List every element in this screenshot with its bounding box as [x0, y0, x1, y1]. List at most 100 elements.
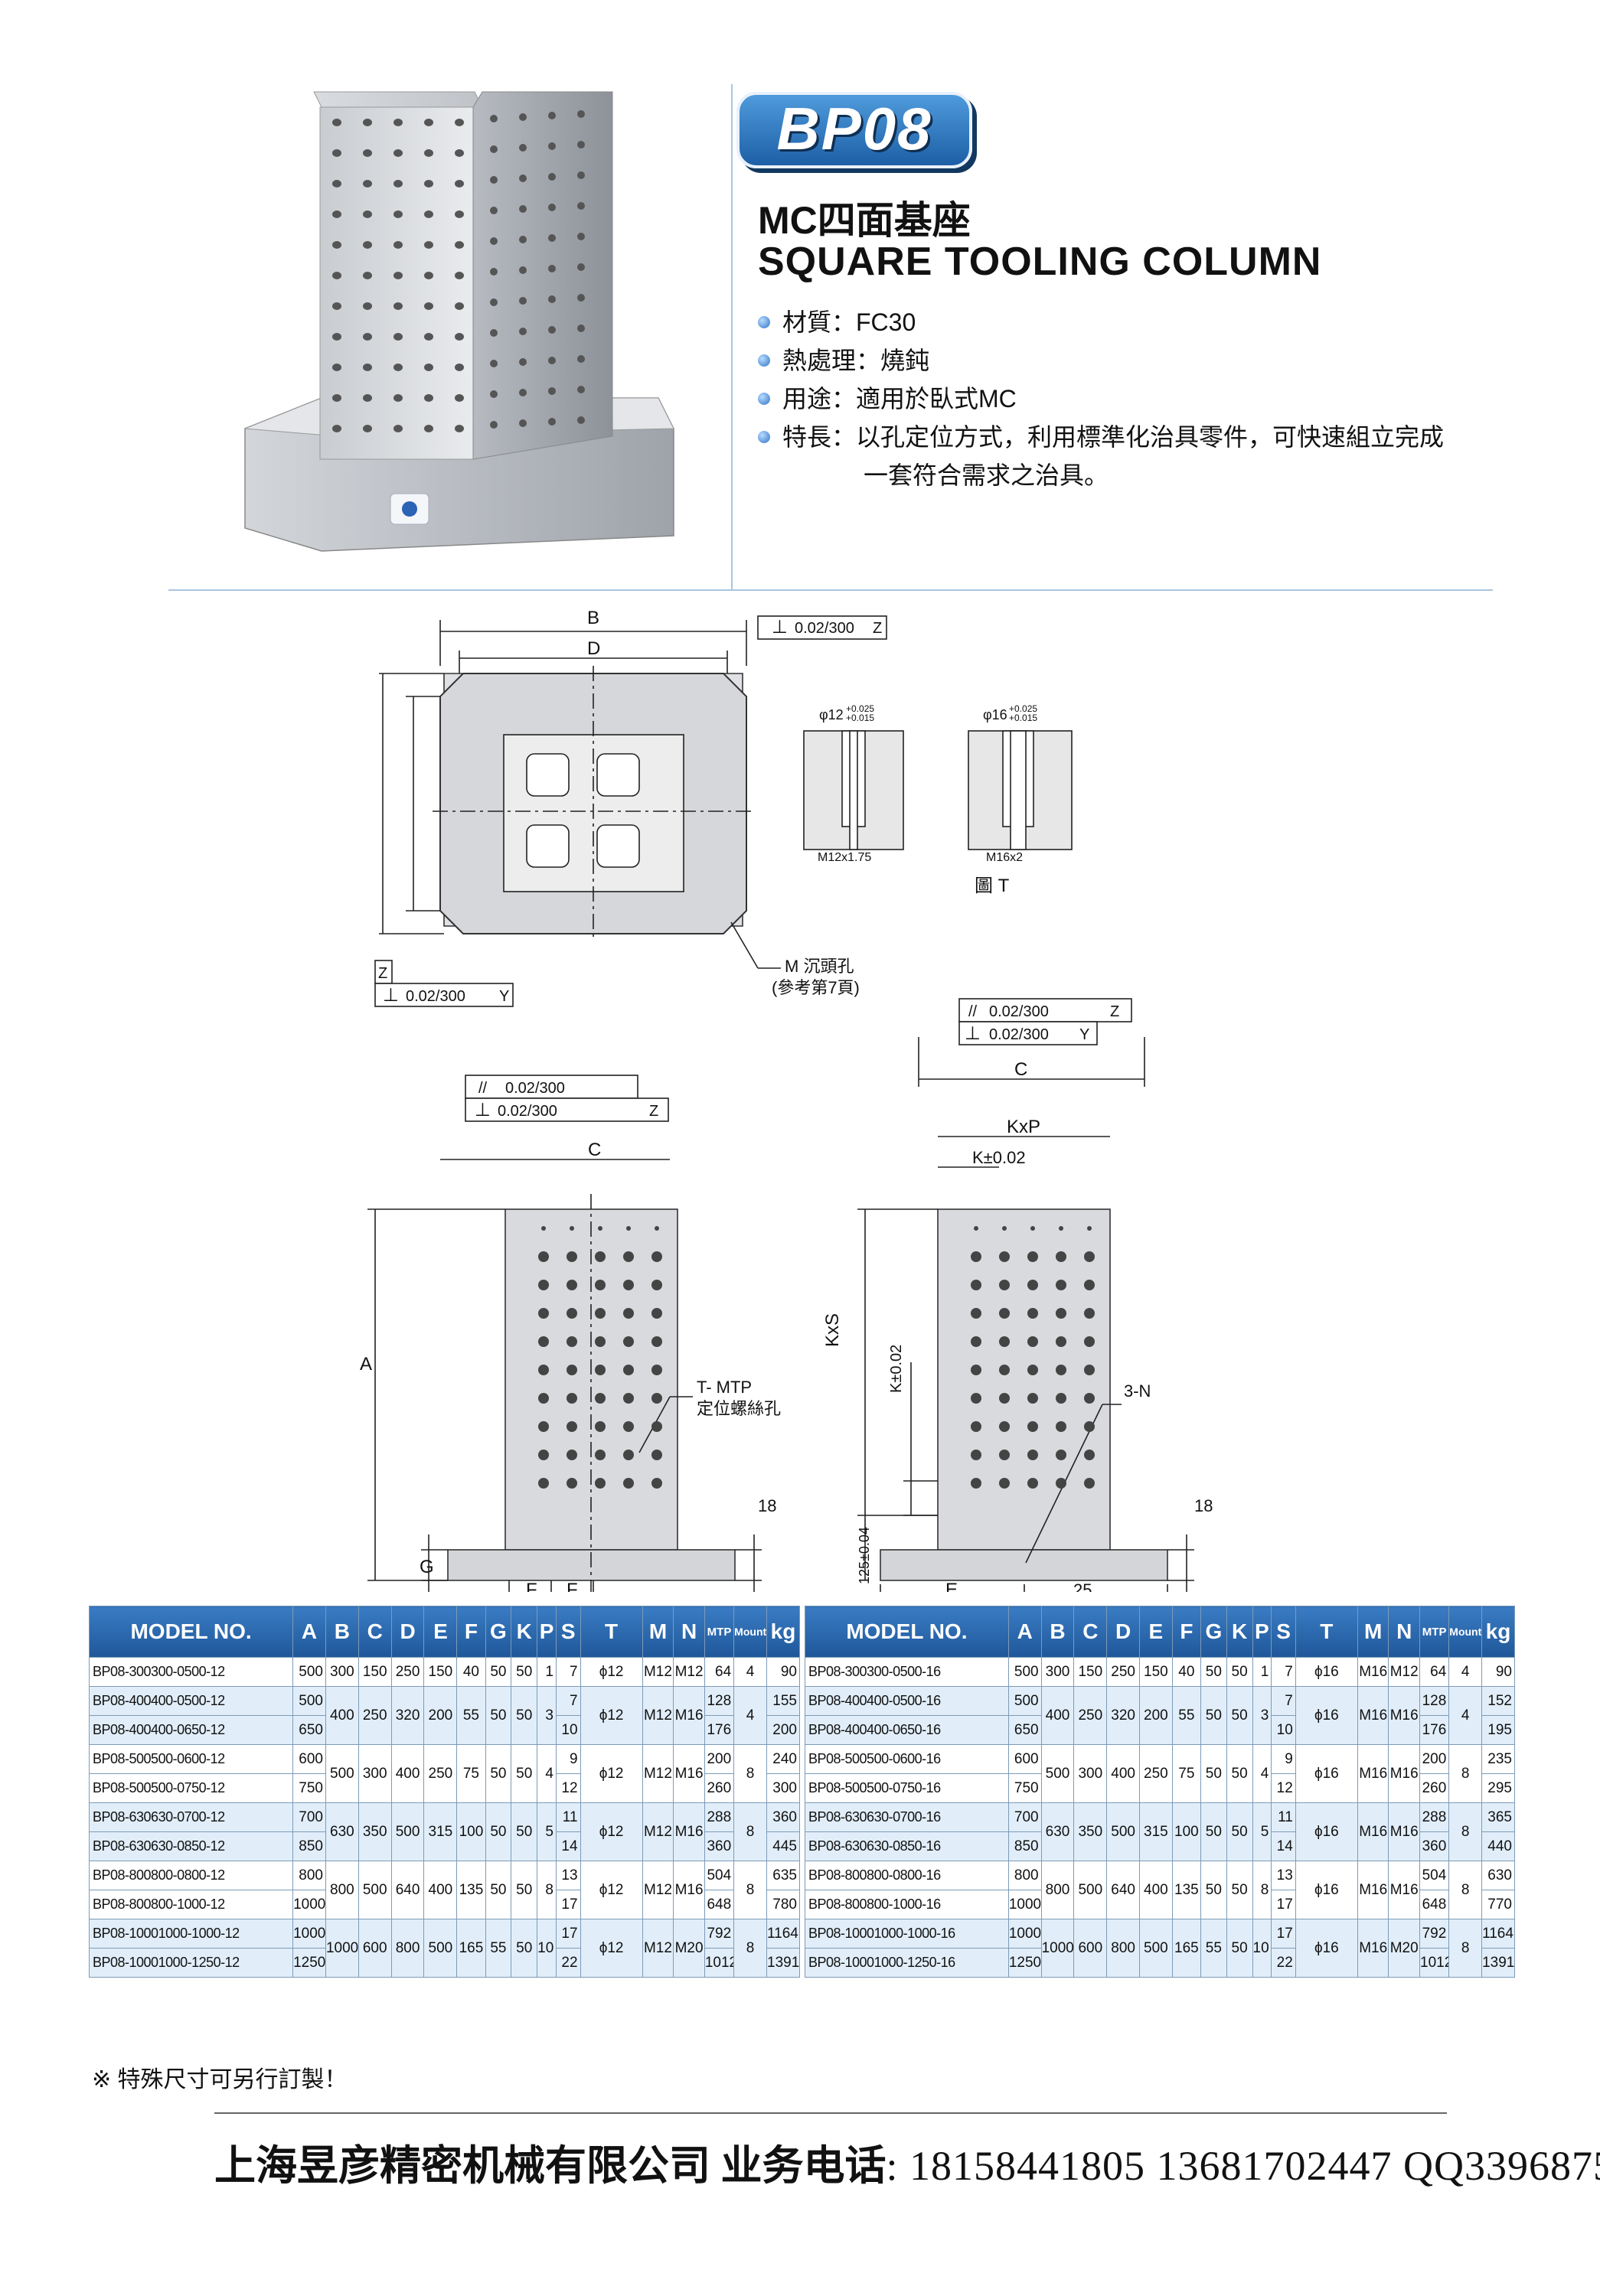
- table-cell: 10: [1271, 1715, 1296, 1745]
- svg-text:0.02/300: 0.02/300: [505, 1080, 565, 1097]
- mtp-hole: [1027, 1478, 1038, 1489]
- mtp-hole: [623, 1280, 634, 1290]
- svg-text:⊥: ⊥: [965, 1023, 981, 1044]
- table-cell: 5: [1252, 1802, 1272, 1861]
- photo-hole: [490, 207, 498, 214]
- spec-features-cont: 一套符合需求之治具。: [864, 461, 1109, 489]
- table-cell: 11: [1271, 1802, 1296, 1832]
- mtp-hole: [567, 1251, 577, 1262]
- photo-hole: [490, 329, 498, 337]
- svg-text:0.02/300: 0.02/300: [498, 1103, 557, 1120]
- model-number: BP08-400400-0500-16: [805, 1686, 1009, 1716]
- model-number: BP08-630630-0850-16: [805, 1831, 1009, 1861]
- photo-hole: [332, 425, 341, 432]
- photo-hole: [577, 171, 585, 179]
- mtp-hole: [1059, 1226, 1063, 1231]
- table-cell: 300: [325, 1657, 359, 1687]
- model-number: BP08-800800-0800-12: [88, 1861, 294, 1890]
- table-cell: 50: [511, 1657, 538, 1687]
- table-cell: M12: [1388, 1657, 1420, 1687]
- mtp-hole: [651, 1450, 662, 1460]
- table-cell: 9: [555, 1744, 581, 1774]
- mtp-hole: [1002, 1226, 1007, 1231]
- photo-hole: [455, 425, 464, 432]
- label-C-side: C: [1014, 1059, 1027, 1080]
- mtp-hole: [623, 1308, 634, 1319]
- table-cell: 700: [1007, 1802, 1042, 1832]
- mtp-hole: [1084, 1280, 1095, 1290]
- photo-hole: [455, 119, 464, 126]
- svg-text:Y: Y: [499, 988, 509, 1005]
- table-cell: 700: [292, 1802, 326, 1832]
- mtp-hole: [623, 1478, 634, 1489]
- photo-hole: [455, 333, 464, 341]
- table-cell: 4: [1252, 1744, 1272, 1803]
- mtp-hole: [567, 1478, 577, 1489]
- drawing-labels: B D ⊥ 0.02/300 Z Z ⊥ 0.02/300 Y M 沉頭孔 (參…: [360, 608, 1213, 1592]
- mtp-hole: [538, 1365, 549, 1375]
- photo-hole: [332, 149, 341, 157]
- table-cell: 64: [704, 1657, 735, 1687]
- photo-hole: [548, 357, 556, 364]
- table-cell: 315: [423, 1802, 458, 1861]
- table-cell: 50: [511, 1802, 538, 1861]
- mtp-hole: [971, 1308, 981, 1319]
- table-cell: 260: [1419, 1773, 1450, 1803]
- table-cell: 50: [1226, 1657, 1253, 1687]
- table-cell: 13: [1271, 1861, 1296, 1890]
- model-number: BP08-630630-0700-16: [805, 1802, 1009, 1832]
- svg-text:0.02/300: 0.02/300: [989, 1003, 1049, 1020]
- svg-text:+0.015: +0.015: [846, 713, 874, 723]
- mtp-hole: [651, 1421, 662, 1432]
- column-header: P: [1252, 1606, 1272, 1658]
- model-number: BP08-500500-0750-12: [88, 1773, 294, 1803]
- table-cell: 600: [292, 1744, 326, 1774]
- table-cell: 8: [1448, 1861, 1483, 1919]
- photo-hole: [332, 119, 341, 126]
- table-cell: ϕ12: [580, 1919, 643, 1978]
- mtp-hole: [538, 1450, 549, 1460]
- table-cell: 150: [1073, 1657, 1108, 1687]
- label-B: B: [587, 608, 599, 628]
- photo-hole: [490, 176, 498, 184]
- photo-hole: [519, 236, 527, 243]
- mtp-hole: [567, 1365, 577, 1375]
- mtp-hole: [1027, 1365, 1038, 1375]
- top-view-drawing: [374, 615, 887, 1007]
- table-cell: M16: [673, 1802, 705, 1861]
- table-cell: M20: [673, 1919, 705, 1978]
- photo-hole: [577, 233, 585, 240]
- table-cell: 600: [1073, 1919, 1108, 1978]
- column-header: P: [537, 1606, 557, 1658]
- table-cell: ϕ16: [1295, 1686, 1358, 1745]
- column-header: kg: [1481, 1606, 1515, 1658]
- mtp-hole: [1027, 1308, 1038, 1319]
- photo-hole: [393, 425, 403, 432]
- mtp-hole: [1027, 1280, 1038, 1290]
- table-cell: 648: [704, 1890, 735, 1919]
- column-header: C: [1073, 1606, 1108, 1658]
- svg-text:φ16: φ16: [983, 707, 1007, 722]
- mtp-hole: [999, 1365, 1010, 1375]
- table-cell: M16: [1357, 1744, 1389, 1803]
- table-cell: 3: [1252, 1686, 1272, 1745]
- photo-hole: [548, 142, 556, 150]
- photo-hole: [424, 180, 433, 188]
- table-cell: 150: [358, 1657, 392, 1687]
- photo-hole: [548, 112, 556, 119]
- table-cell: 3: [537, 1686, 557, 1745]
- table-cell: 165: [1171, 1919, 1201, 1978]
- table-cell: 50: [485, 1657, 512, 1687]
- table-cell: 1000: [325, 1919, 359, 1978]
- table-cell: 1000: [1040, 1919, 1075, 1978]
- photo-hole: [332, 180, 341, 188]
- mtp-hole: [1084, 1251, 1095, 1262]
- table-cell: 128: [1419, 1686, 1450, 1716]
- mtp-hole: [1084, 1393, 1095, 1404]
- model-number: BP08-500500-0600-12: [88, 1744, 294, 1774]
